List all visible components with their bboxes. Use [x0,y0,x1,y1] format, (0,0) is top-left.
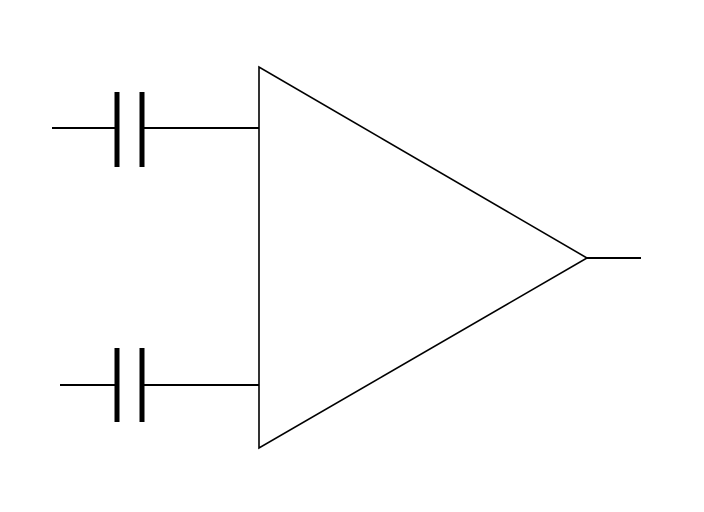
amplifier-triangle [258,65,589,450]
bottom-input-capacitor [60,348,259,422]
top-input-capacitor [52,92,259,167]
